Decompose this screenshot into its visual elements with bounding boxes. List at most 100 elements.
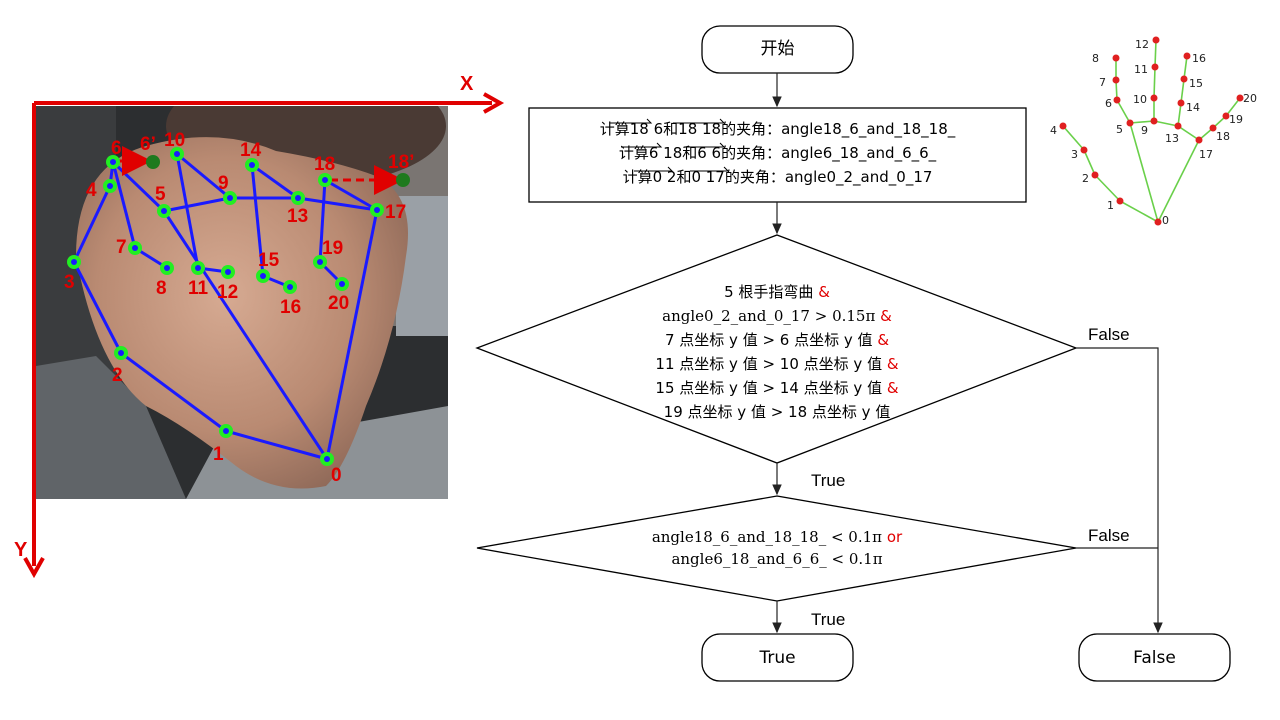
x-axis-label: X [460, 73, 474, 95]
keypoint-11 [191, 261, 205, 275]
keypoint-8 [160, 261, 174, 275]
cond2-line-1: angle18_6_and_18_18_ < 0.1π [651, 528, 883, 546]
legend-label-17: 17 [1199, 148, 1213, 161]
keypoint-3 [67, 255, 81, 269]
bone-5-9 [163, 196, 231, 213]
legend-label-13: 13 [1165, 132, 1179, 145]
y-axis-label: Y [14, 539, 28, 561]
keypoint-6 [106, 155, 120, 169]
legend-label-19: 19 [1229, 113, 1243, 126]
bone-5-6 [111, 160, 166, 213]
end-false-terminal [1078, 633, 1231, 682]
process-line-3: 计算0 2和0 17的夹角：angle0_2_and_0_17 [622, 168, 933, 186]
label-6: 6 [111, 138, 122, 159]
keypoint-14 [245, 158, 259, 172]
label-1: 1 [213, 444, 224, 465]
cond1-line-1: 5 根手指弯曲 [724, 283, 814, 301]
legend-label-12: 12 [1135, 38, 1149, 51]
label-7: 7 [116, 237, 127, 258]
label-0: 0 [331, 465, 342, 486]
end-true-label: True [759, 648, 796, 668]
true-label-1: True [811, 471, 845, 490]
legend-label-4: 4 [1050, 124, 1057, 137]
legend-label-9: 9 [1141, 124, 1148, 137]
start-label: 开始 [760, 39, 795, 59]
keypoint-17 [370, 203, 384, 217]
flowchart-connectors [772, 73, 1163, 634]
bone-13-14 [251, 163, 299, 200]
label-9: 9 [218, 173, 229, 194]
keypoint-4 [103, 179, 117, 193]
keypoint-6prime [146, 155, 160, 169]
cond1-line-2: angle0_2_and_0_17 > 0.15π [662, 307, 876, 325]
and-operator: & [818, 283, 830, 301]
label-8: 8 [156, 278, 167, 299]
true-label-2: True [811, 610, 845, 629]
decision-2-text: angle18_6_and_18_18_ < 0.1π or angle6_18… [577, 526, 977, 570]
bone-0-17 [325, 209, 379, 460]
keypoint-18 [318, 173, 332, 187]
cond1-line-6: 19 点坐标 y 值 > 18 点坐标 y 值 [663, 403, 891, 421]
keypoint-2 [114, 346, 128, 360]
label-18: 18 [314, 154, 335, 175]
label-20: 20 [328, 293, 349, 314]
bone-0-1 [225, 429, 328, 461]
legend-label-2: 2 [1082, 172, 1089, 185]
label-16: 16 [280, 297, 301, 318]
label-10: 10 [164, 130, 185, 151]
hand-landmark-legend: 0 1 2 3 4 5 6 7 8 9 10 11 12 13 14 15 16… [1050, 36, 1257, 227]
legend-label-5: 5 [1116, 123, 1123, 136]
legend-label-14: 14 [1186, 101, 1200, 114]
keypoint-16 [283, 280, 297, 294]
bone-0-5 [162, 210, 329, 460]
bone-6-7 [111, 161, 137, 249]
label-5: 5 [155, 184, 166, 205]
legend-label-6: 6 [1105, 97, 1112, 110]
keypoint-labels: 0 1 2 3 4 5 6 6’ 7 8 9 10 11 12 13 14 15… [64, 130, 414, 486]
legend-label-0: 0 [1162, 214, 1169, 227]
and-operator: & [886, 355, 899, 373]
label-17: 17 [385, 202, 406, 223]
connector-labels: True True False False [811, 325, 1130, 629]
legend-label-15: 15 [1189, 77, 1203, 90]
bone-17-18 [324, 178, 378, 212]
label-12: 12 [217, 282, 238, 303]
hand-keypoints [67, 147, 384, 466]
false-label-1: False [1088, 325, 1130, 344]
vector-overlines [610, 118, 730, 172]
end-false-label: False [1133, 648, 1176, 668]
legend-label-18: 18 [1216, 130, 1230, 143]
legend-label-3: 3 [1071, 148, 1078, 161]
keypoint-1 [219, 424, 233, 438]
x-axis-arrowhead [483, 92, 505, 114]
and-operator: & [886, 379, 899, 397]
bone-10-11 [175, 153, 200, 269]
label-14: 14 [240, 140, 262, 161]
keypoint-12 [221, 265, 235, 279]
legend-label-8: 8 [1092, 52, 1099, 65]
keypoint-9 [223, 191, 237, 205]
cond1-line-4: 11 点坐标 y 值 > 10 点坐标 y 值 [655, 355, 883, 373]
label-6prime: 6’ [140, 134, 156, 155]
label-2: 2 [112, 365, 123, 386]
label-18prime: 18’ [388, 152, 414, 173]
keypoint-15 [256, 269, 270, 283]
process-text: 计算18 6和18 18的夹角：angle18_6_and_18_18_ 计算6… [529, 117, 1026, 189]
process-line-1: 计算18 6和18 18的夹角：angle18_6_and_18_18_ [599, 120, 956, 138]
cond1-line-5: 15 点坐标 y 值 > 14 点坐标 y 值 [655, 379, 883, 397]
and-operator: & [877, 331, 890, 349]
false-label-2: False [1088, 526, 1130, 545]
keypoint-18prime [396, 173, 410, 187]
bone-2-3 [72, 261, 123, 354]
label-3: 3 [64, 272, 75, 293]
bone-18-19 [318, 179, 327, 263]
connector-decision1-false [1076, 347, 1163, 634]
legend-label-10: 10 [1133, 93, 1147, 106]
label-4: 4 [86, 180, 97, 201]
decision-1-text: 5 根手指弯曲 & angle0_2_and_0_17 > 0.15π & 7 … [577, 280, 977, 424]
process-line-2: 计算6 18和6 6的夹角：angle6_18_and_6_6_ [618, 144, 937, 162]
bone-14-15 [250, 164, 265, 277]
process-box [528, 107, 1027, 203]
bone-3-4 [72, 185, 112, 263]
